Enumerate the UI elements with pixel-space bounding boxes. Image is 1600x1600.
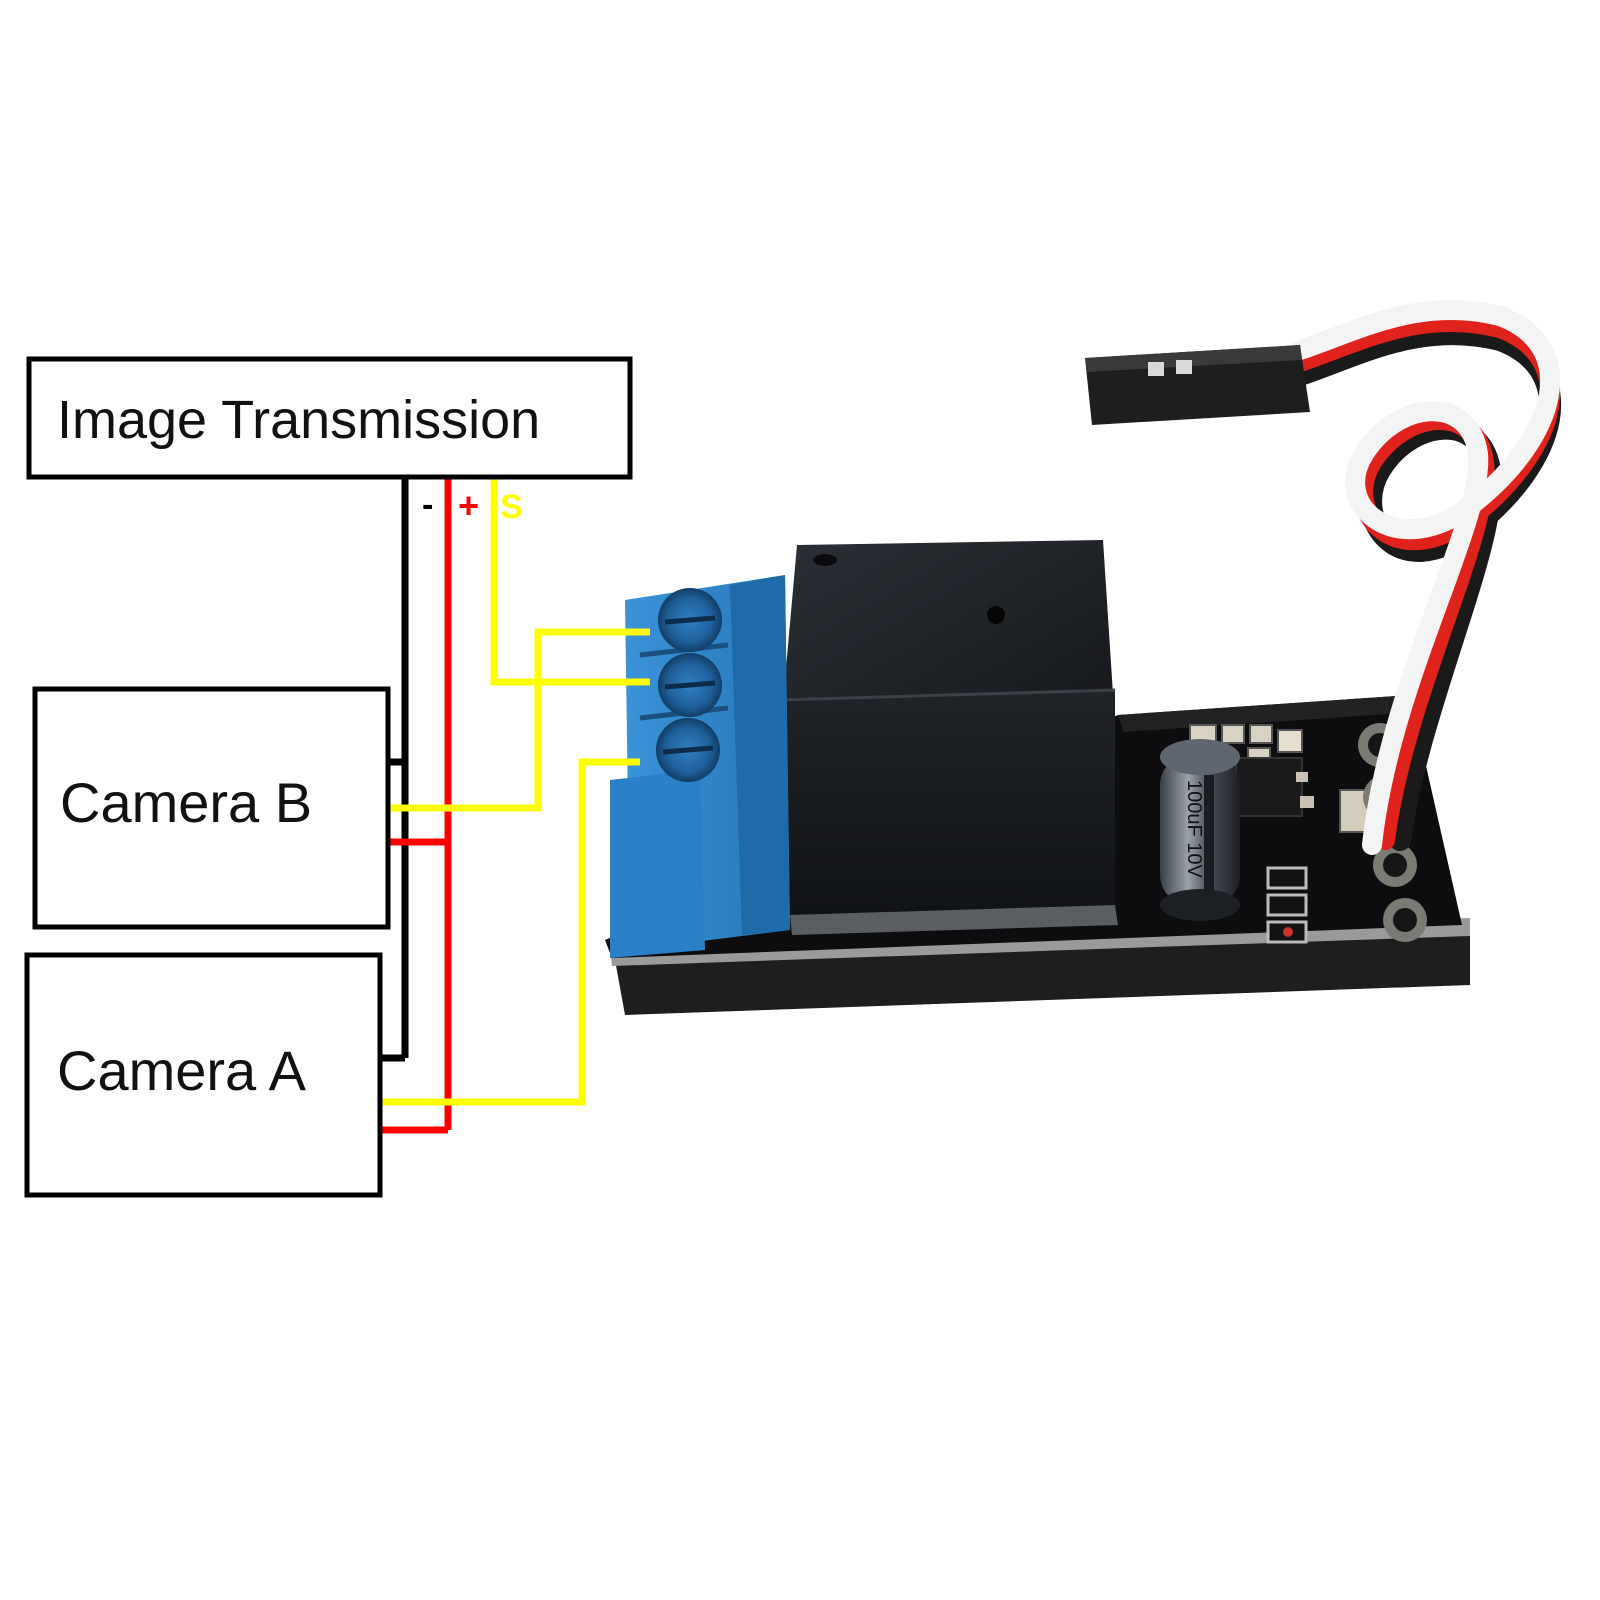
camera-b-label: Camera B [60, 771, 312, 834]
ground-pin-label: - [422, 486, 433, 524]
transmitter-label: Image Transmission [57, 390, 540, 450]
camera-a-label: Camera A [57, 1039, 307, 1102]
terminal-screw [658, 588, 722, 652]
terminal-screw [658, 653, 722, 717]
signal-wire-transmitter [490, 468, 650, 686]
capacitor-marking: 100uF 10V [1183, 780, 1205, 879]
relay-body [779, 540, 1118, 935]
camera-b-box: Camera B [32, 686, 391, 930]
servo-cable [1289, 299, 1562, 855]
camera-a-box: Camera A [24, 952, 383, 1198]
servo-connector [1085, 345, 1310, 425]
capacitor: 100uF 10V [1160, 739, 1240, 921]
diagram-wires [378, 468, 650, 1134]
transmitter-box: Image Transmission [26, 356, 633, 480]
terminal-block [610, 575, 790, 958]
smd-components [1189, 724, 1369, 944]
power-pin-label: + [458, 485, 479, 526]
terminal-screw [656, 718, 720, 782]
pin-labels: - + S [422, 485, 523, 526]
relay-module-photo: 100uF 10V [605, 299, 1562, 1015]
signal-wire-camera-b [385, 628, 650, 812]
foam-pad [615, 930, 1470, 1015]
signal-pin-label: S [500, 488, 523, 526]
signal-wire-camera-a [378, 758, 640, 1106]
